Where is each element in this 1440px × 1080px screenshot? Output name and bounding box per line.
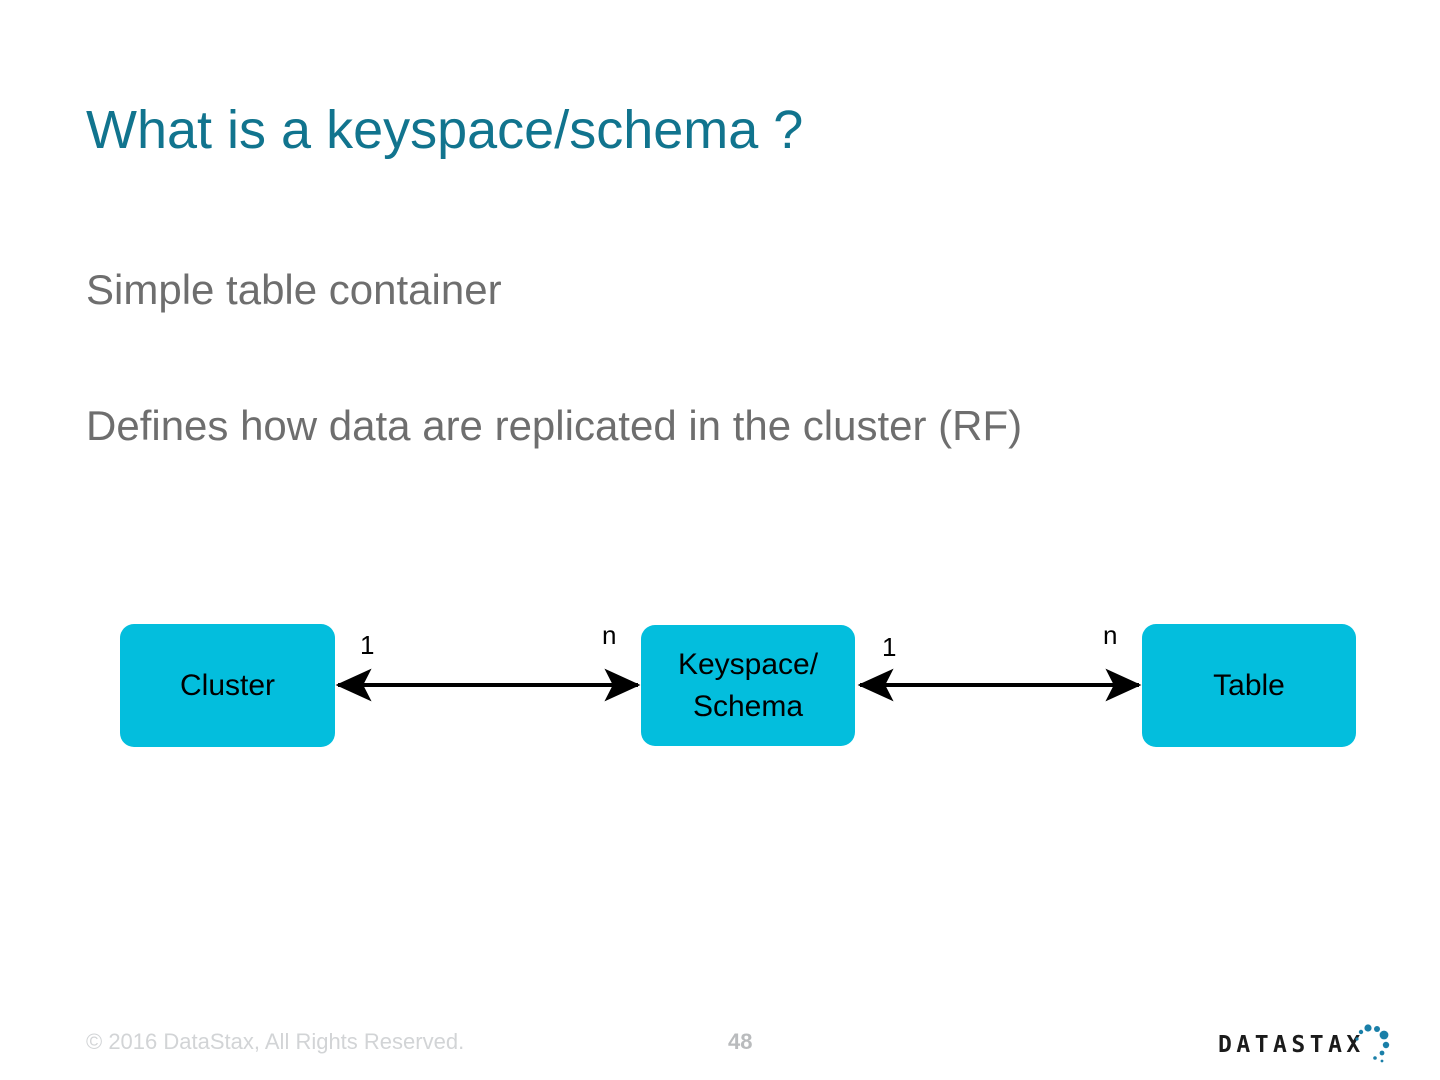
cardinality-label-keyspace-right-side: 1 [882,632,897,662]
diagram-node-keyspace-label: Keyspace/ Schema [677,647,819,723]
cardinality-label-cluster-side: 1 [360,630,375,660]
diagram-node-cluster-label: Cluster [179,668,276,702]
datastax-logo-dots-icon [1355,1024,1390,1063]
datastax-logo-wordmark: DATASTAX [1218,1032,1365,1058]
cardinality-label-table-side: n [1103,620,1118,650]
body-line-simple-table-container: Simple table container [86,266,502,313]
diagram-node-keyspace[interactable]: Keyspace/ Schema [641,625,855,746]
diagram-node-table-label: Table [1213,668,1285,702]
footer-page-number: 48 [728,1029,753,1054]
page-title: What is a keyspace/schema ? [86,100,804,160]
body-line-replication-factor: Defines how data are replicated in the c… [86,402,1023,449]
cardinality-label-keyspace-left-side: n [602,620,617,650]
footer-copyright: © 2016 DataStax, All Rights Reserved. [86,1029,465,1054]
datastax-logo: DATASTAX [1218,1022,1393,1066]
diagram-node-cluster[interactable]: Cluster [120,624,335,747]
diagram-node-table[interactable]: Table [1142,624,1356,747]
